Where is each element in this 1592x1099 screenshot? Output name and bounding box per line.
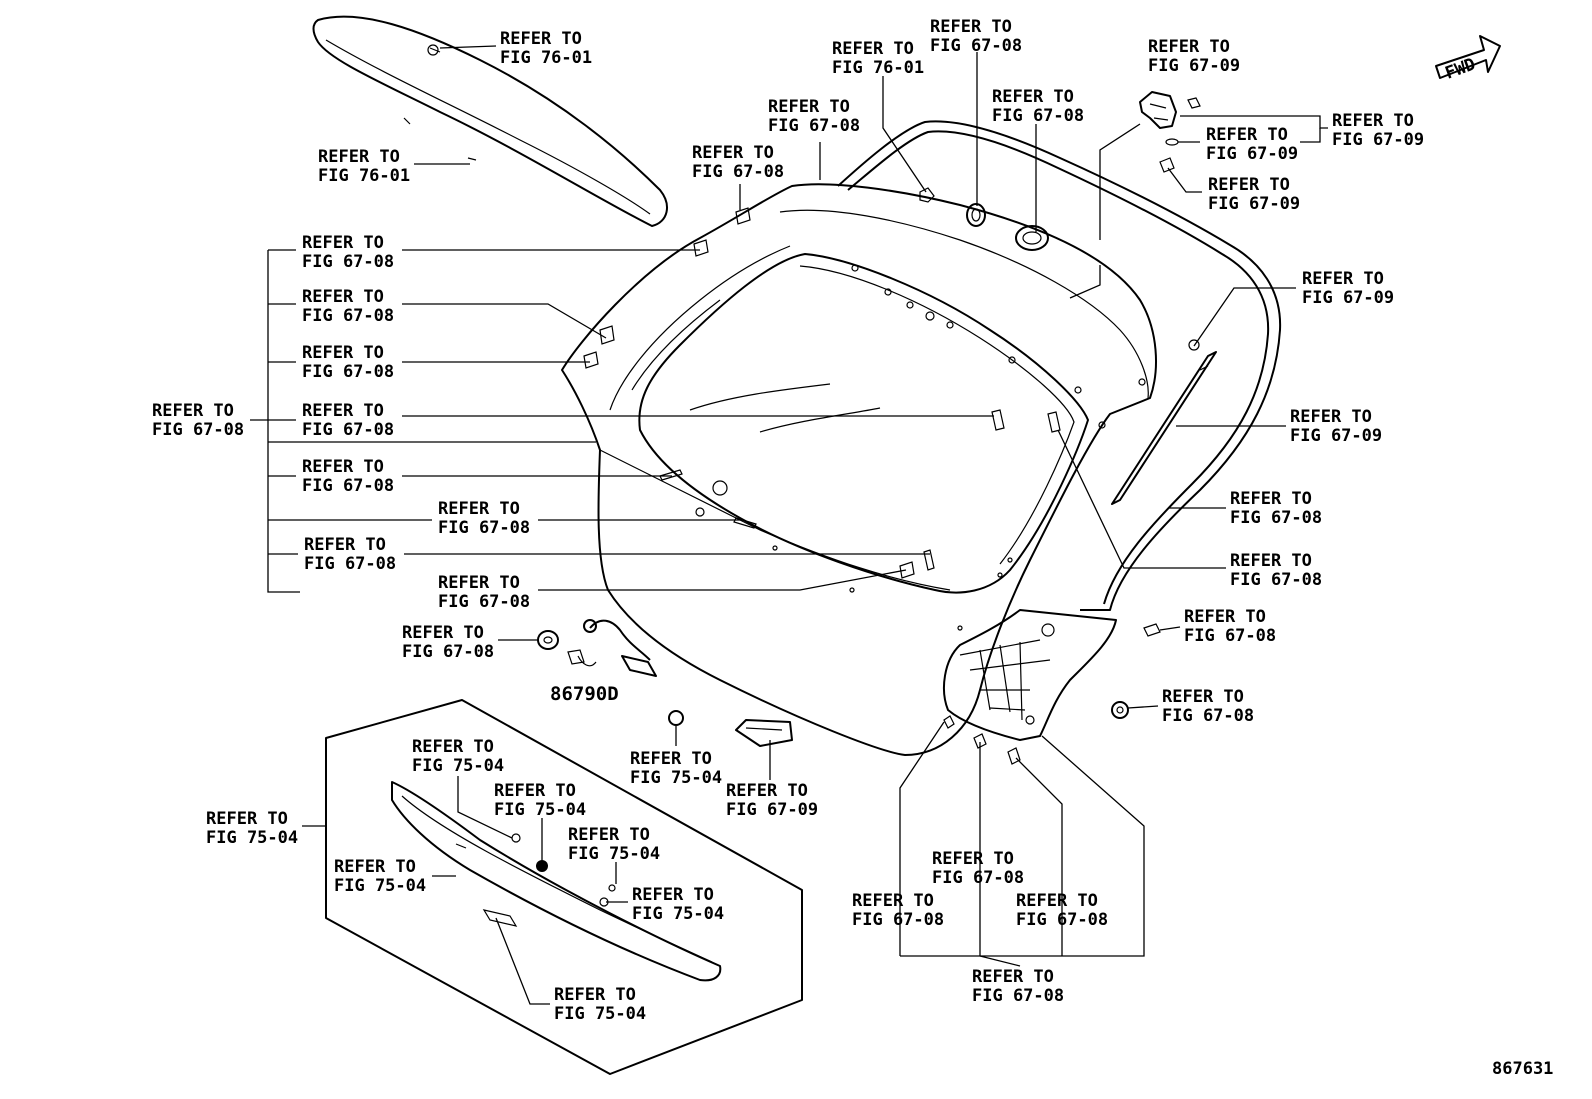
leader-lines (250, 45, 1328, 1005)
part-number-86790d: 86790D (550, 683, 619, 705)
figure-number: 867631 (1492, 1059, 1553, 1079)
lower-trim-panel (943, 609, 1117, 765)
back-door-panel (561, 120, 1282, 756)
harness-86790d (537, 619, 657, 677)
panel-fasteners (919, 187, 1049, 251)
roof-spoiler (312, 15, 668, 227)
side-fasteners (1111, 623, 1161, 719)
fwd-label: FWD (1443, 54, 1479, 83)
lamp-and-grommet (668, 710, 793, 747)
hinge (1139, 91, 1201, 173)
fwd-arrow: FWD (1435, 35, 1501, 84)
gas-strut (1111, 339, 1217, 505)
rear-spoiler-lower (325, 699, 803, 1075)
